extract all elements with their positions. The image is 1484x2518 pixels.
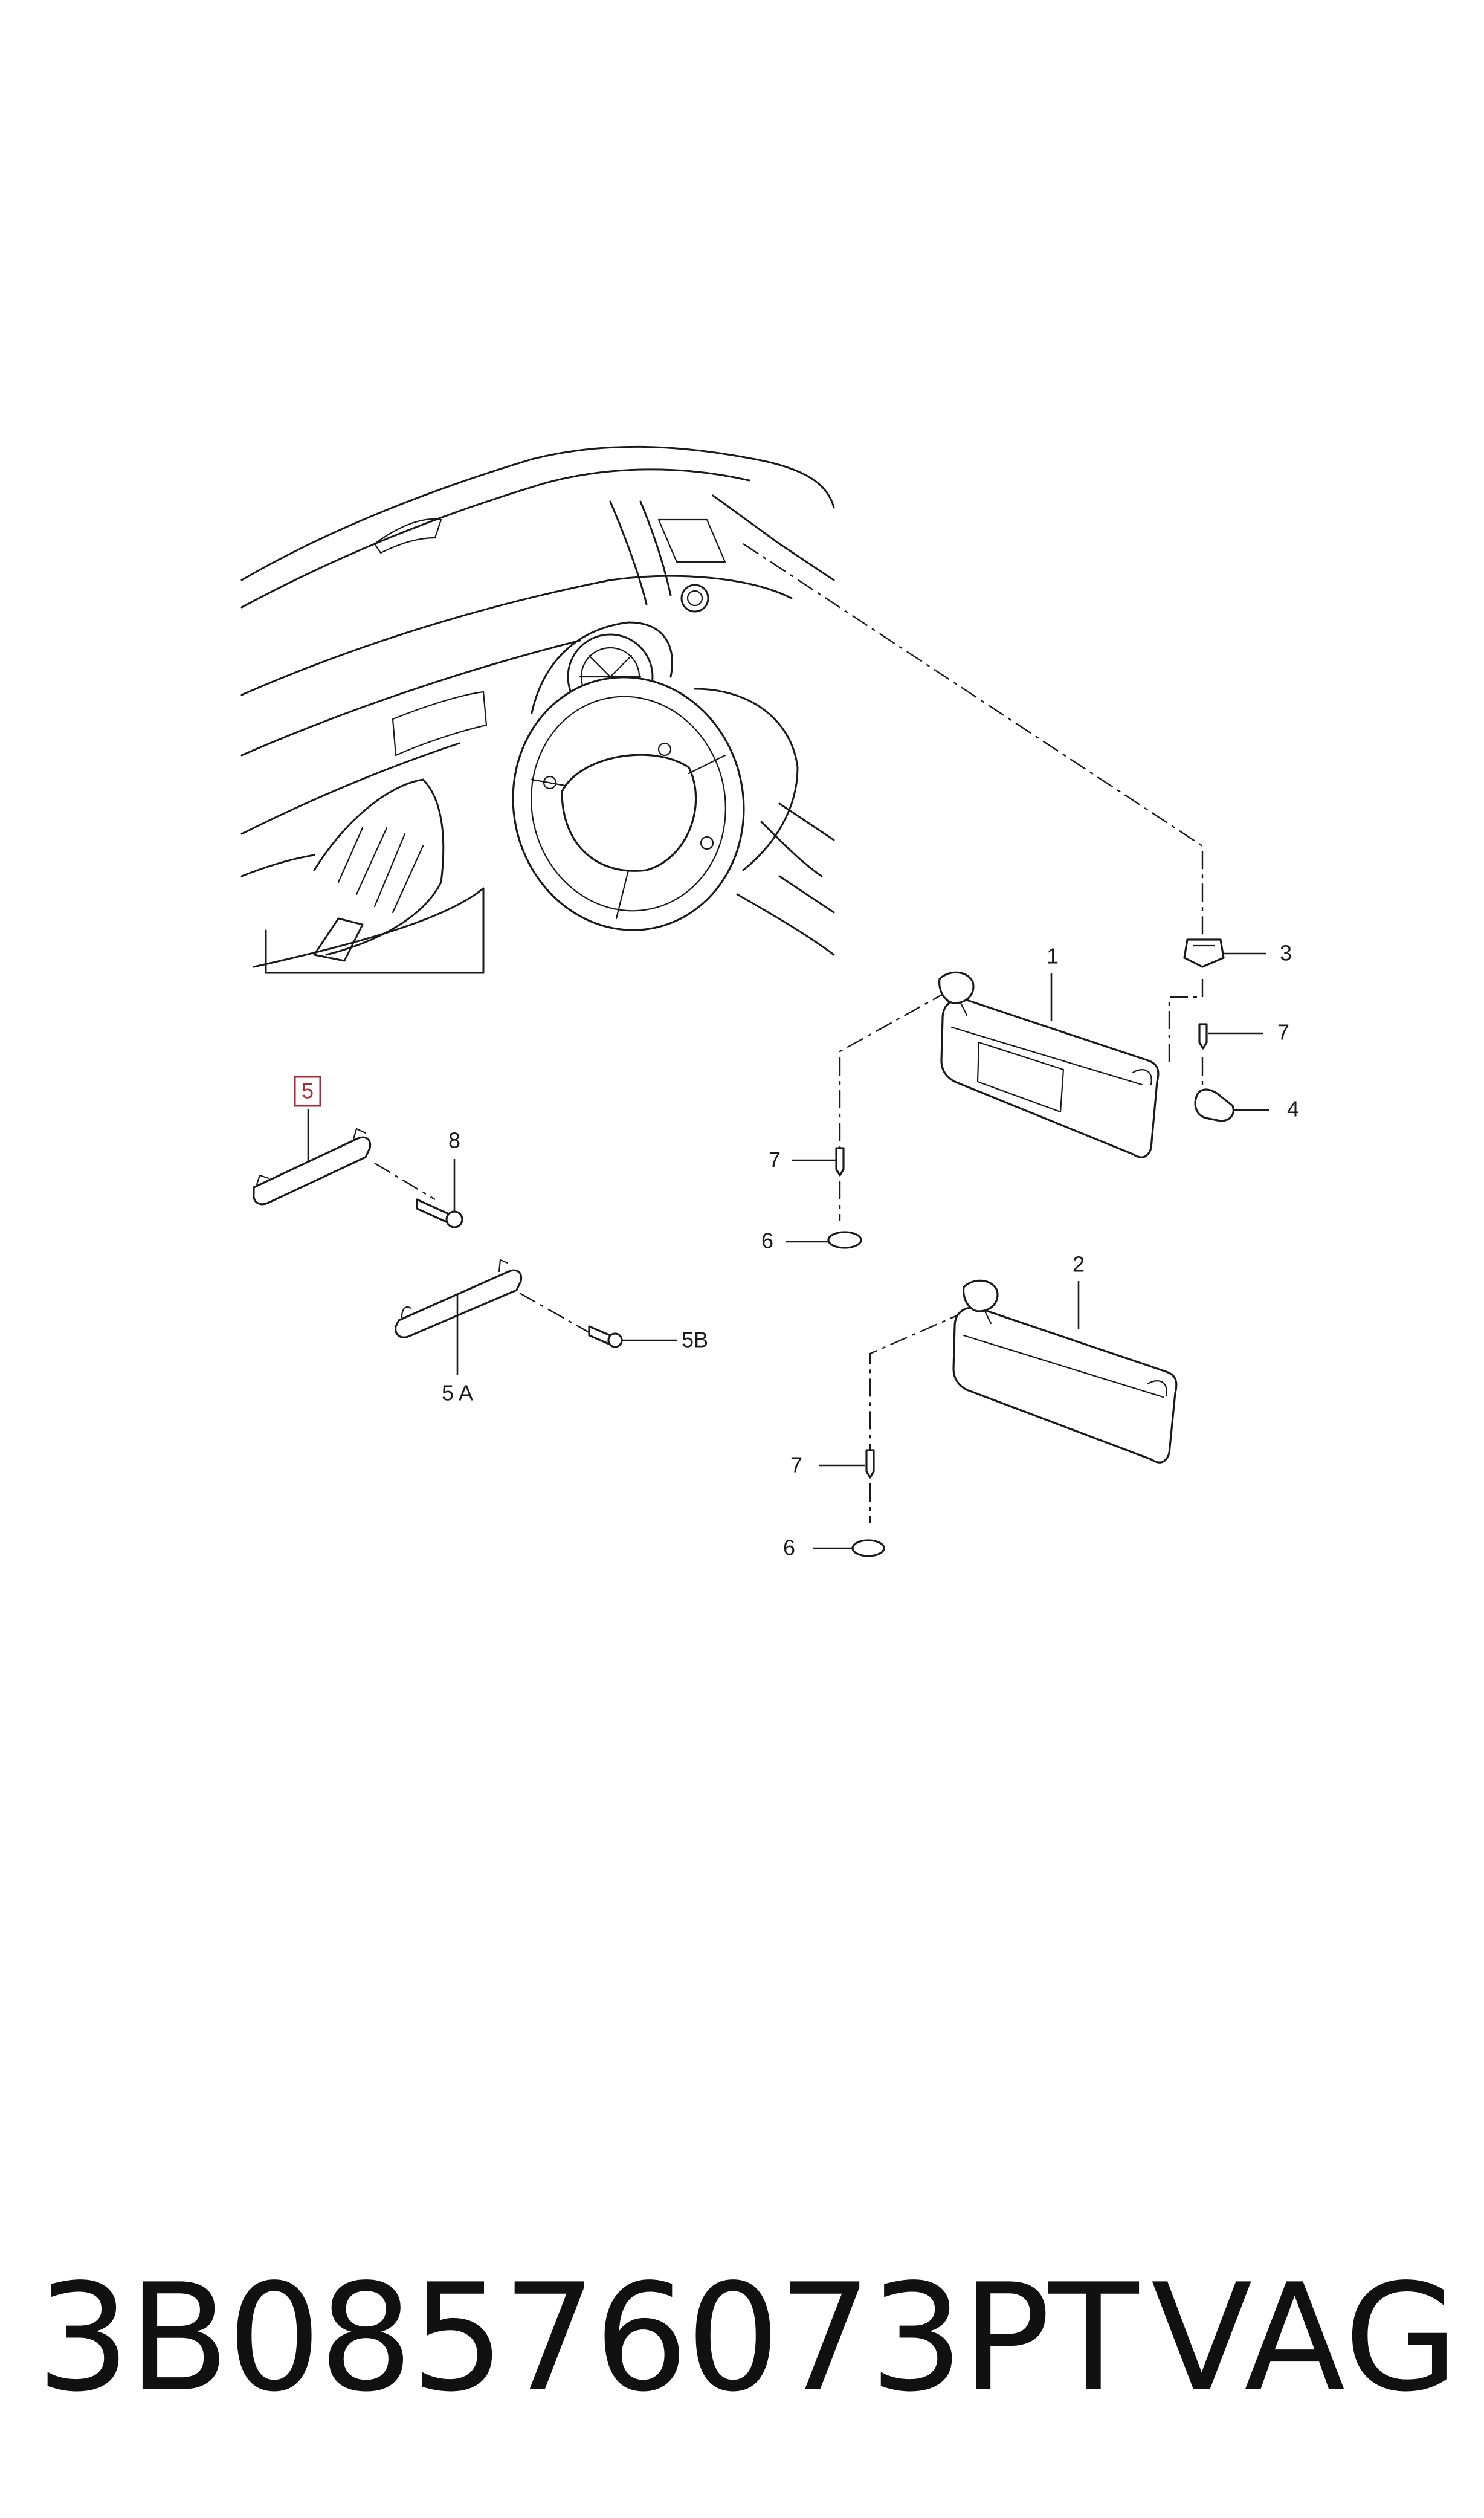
callout-5[interactable]: 5 bbox=[302, 1079, 314, 1103]
callout-labels: 1 2 3 4 7 7 6 7 6 8 5 A 5B 5 bbox=[294, 941, 1299, 1560]
sun-visor-2 bbox=[952, 1279, 1178, 1464]
dashboard-overview bbox=[240, 445, 835, 974]
cap-6-upper bbox=[827, 1231, 862, 1249]
grab-handle-5 bbox=[253, 1128, 372, 1206]
brand-label: VAG bbox=[1150, 2252, 1460, 2424]
callout-4[interactable]: 4 bbox=[1287, 1097, 1299, 1122]
callout-5b[interactable]: 5B bbox=[682, 1328, 708, 1352]
clip-3 bbox=[1183, 938, 1225, 968]
screw-5b bbox=[588, 1325, 623, 1348]
screw-7-lower bbox=[865, 1449, 875, 1479]
callout-3[interactable]: 3 bbox=[1280, 941, 1292, 966]
screw-7-upper bbox=[835, 1147, 845, 1177]
callout-2[interactable]: 2 bbox=[1073, 1252, 1085, 1277]
sun-visor-1 bbox=[938, 971, 1160, 1158]
footer: 3B08576073PT VAG bbox=[0, 2248, 1484, 2429]
screw-7-right bbox=[1198, 1023, 1208, 1050]
callout-6-upper[interactable]: 6 bbox=[761, 1228, 773, 1253]
callout-1[interactable]: 1 bbox=[1047, 944, 1059, 969]
callout-8[interactable]: 8 bbox=[448, 1128, 460, 1153]
callout-5-highlight-box bbox=[294, 1076, 321, 1107]
callout-7-upper[interactable]: 7 bbox=[769, 1148, 781, 1172]
grab-handle-5a bbox=[395, 1259, 523, 1338]
callout-5a[interactable]: 5 A bbox=[442, 1381, 473, 1406]
callout-6-lower[interactable]: 6 bbox=[783, 1535, 795, 1560]
callout-7-lower[interactable]: 7 bbox=[790, 1453, 802, 1477]
leader-lines bbox=[307, 952, 1269, 1549]
callout-7-right[interactable]: 7 bbox=[1277, 1020, 1289, 1045]
cap-6-lower bbox=[851, 1539, 885, 1557]
part-number: 3B08576073PT bbox=[36, 2252, 1138, 2424]
screw-8 bbox=[416, 1198, 463, 1228]
retainer-4 bbox=[1194, 1088, 1234, 1122]
